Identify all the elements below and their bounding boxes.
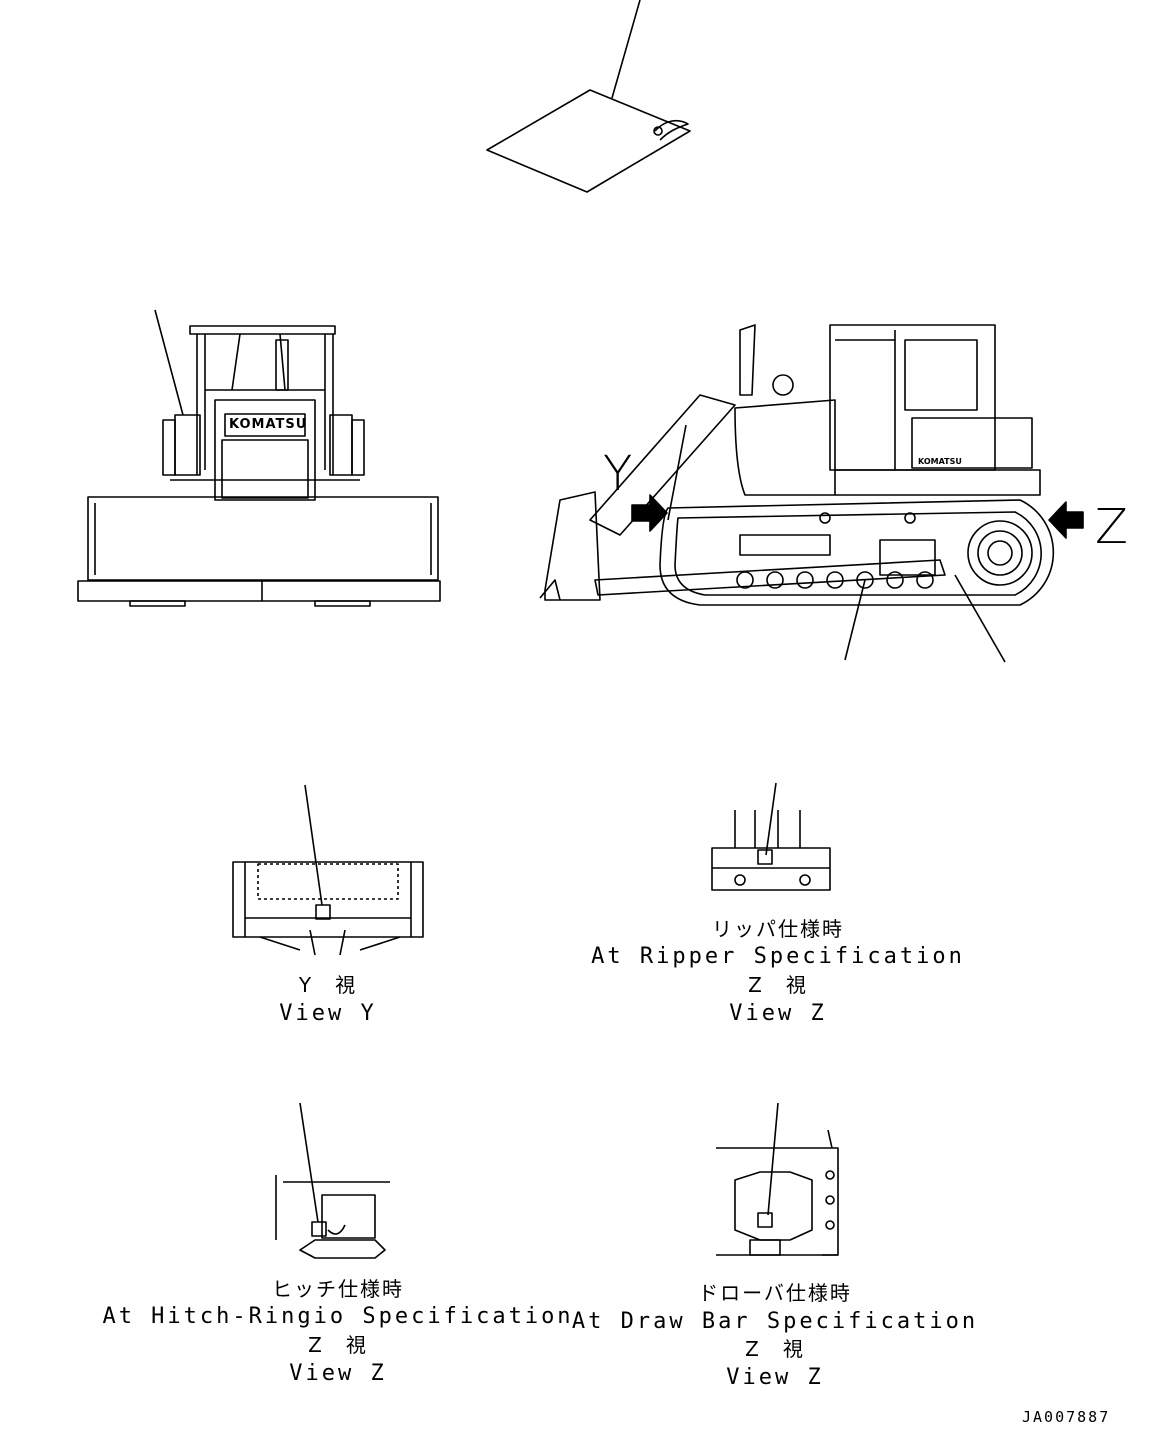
hitch-title-en: View Z [289,1361,387,1386]
brand-logo-front: KOMATSU [229,417,308,432]
hitch-spec-en: At Hitch-Ringio Specification [102,1304,574,1329]
tag-illustration [486,0,691,193]
view-z-drawbar-detail [716,1102,839,1256]
drawbar-title-en: View Z [726,1365,824,1390]
drawbar-spec-en: At Draw Bar Specification [571,1309,979,1334]
ripper-spec-jp: リッパ仕様時 [712,917,844,941]
marker-z: Z [1095,499,1128,555]
ripper-title-jp: Z 視 [748,973,808,997]
view-y-title-jp: Y 視 [298,973,358,997]
ripper-title-en: View Z [729,1001,827,1026]
dozer-front-view [77,309,441,607]
view-y-detail [232,784,424,956]
drawing-code: JA007887 [1022,1408,1111,1426]
hitch-title-jp: Z 視 [308,1333,368,1357]
drawbar-spec-jp: ドローバ仕様時 [698,1281,852,1305]
hitch-spec-jp: ヒッチ仕様時 [272,1277,404,1301]
marker-y: Y [603,446,633,502]
drawbar-title-jp: Z 視 [745,1337,805,1361]
brand-logo-side: KOMATSU [918,457,962,466]
dozer-side-view [539,324,1084,663]
view-z-ripper-detail [711,782,831,891]
ripper-spec-en: At Ripper Specification [591,944,965,969]
view-y-title-en: View Y [279,1001,377,1026]
view-z-hitch-detail [275,1102,390,1259]
